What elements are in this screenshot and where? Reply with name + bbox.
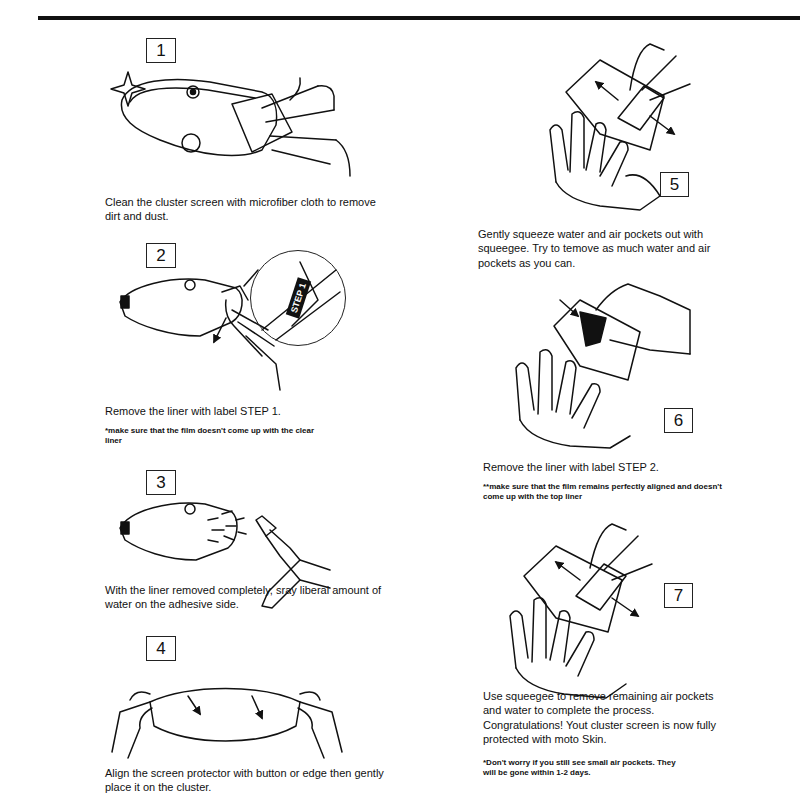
step-note: **make sure that the film remains perfec… [483, 482, 738, 502]
step-number: 4 [156, 640, 165, 657]
step-number-box: 5 [660, 172, 689, 197]
liner-tab-label: STEP 1 [285, 277, 310, 318]
step-caption: Use squeegee to remove remaining air poc… [483, 689, 733, 746]
step-caption: Gently squeeze water and air pockets out… [478, 227, 728, 270]
step-number-box: 1 [146, 38, 176, 63]
step7-figure [510, 524, 652, 698]
step1-figure [111, 72, 350, 176]
step5-figure [550, 44, 690, 210]
step-caption: With the liner removed completely, sray … [105, 583, 405, 612]
step-caption: Align the screen protector with button o… [105, 766, 405, 795]
step-number: 1 [156, 42, 165, 59]
step-note: *make sure that the film doesn't come up… [105, 426, 320, 446]
step4-figure [112, 689, 342, 759]
step-note: *Don't worry if you still see small air … [483, 758, 688, 778]
step-number-box: 7 [664, 583, 693, 608]
step-caption: Remove the liner with label STEP 1. [105, 404, 405, 418]
step-number-box: 3 [146, 470, 176, 495]
step-number: 7 [674, 587, 683, 604]
step-caption: Remove the liner with label STEP 2. [483, 460, 733, 474]
step-number: 3 [156, 474, 165, 491]
step-caption: Clean the cluster screen with microfiber… [105, 195, 380, 224]
step-number-box: 6 [664, 408, 693, 433]
step-number-box: 4 [146, 636, 176, 661]
step-number: 5 [670, 176, 679, 193]
top-rule [38, 16, 800, 20]
magnifier-circle: STEP 1 [250, 250, 346, 346]
step-number: 2 [156, 247, 165, 264]
step-number-box: 2 [146, 243, 176, 268]
step-number: 6 [674, 412, 683, 429]
step2-figure [120, 262, 340, 390]
